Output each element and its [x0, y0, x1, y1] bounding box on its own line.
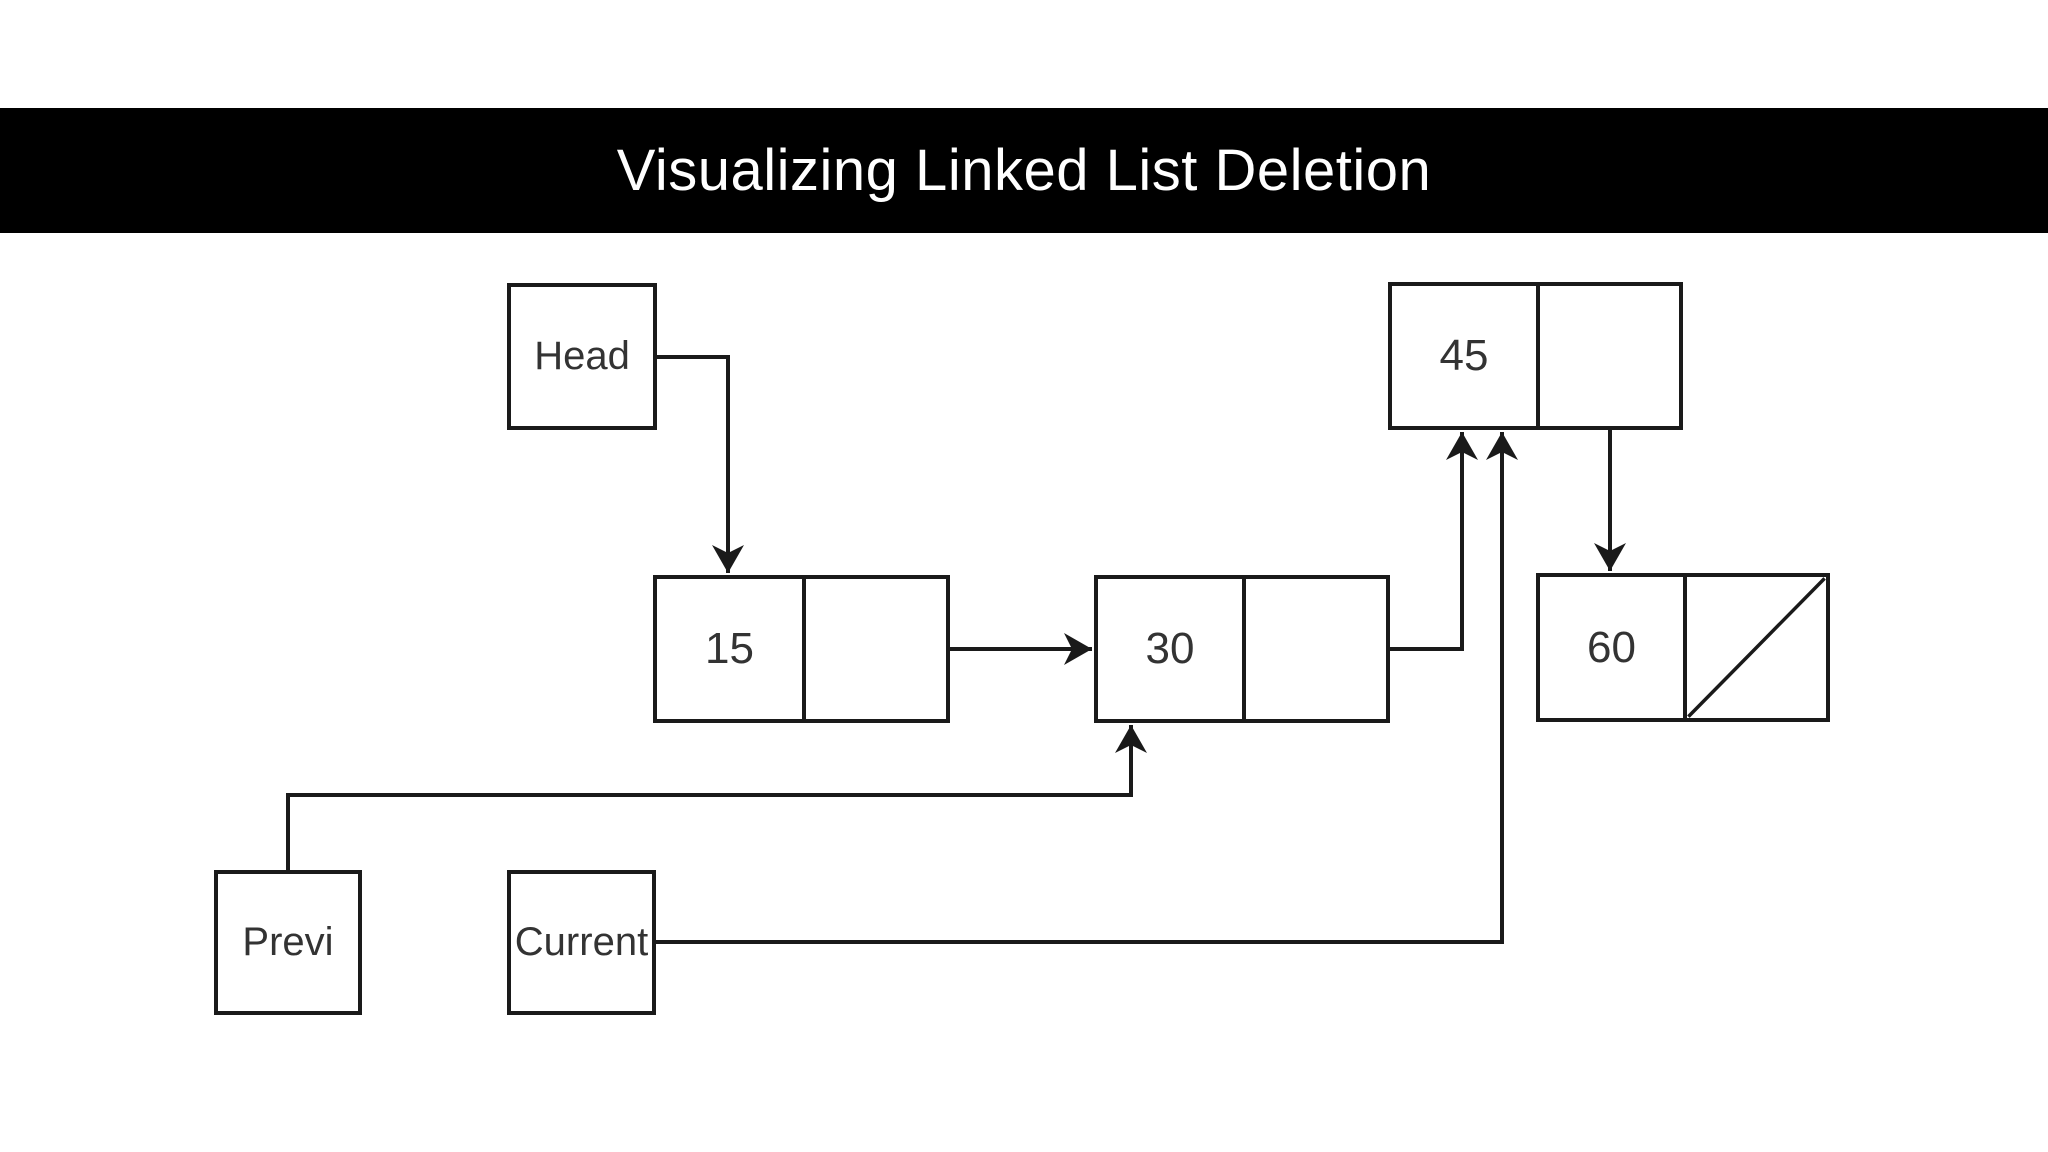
list-node-60: 60 [1536, 573, 1830, 722]
node-60-next-cell [1687, 577, 1826, 718]
node-30-value-cell: 30 [1098, 579, 1246, 719]
title-bar: Visualizing Linked List Deletion [0, 108, 2048, 233]
edge-node-30-next-to-node-45 [1390, 432, 1478, 651]
node-15-value: 15 [705, 624, 754, 673]
null-pointer-slash-icon [1687, 577, 1826, 718]
node-15-value-cell: 15 [657, 579, 806, 719]
previous-pointer-box: Previ [214, 870, 362, 1015]
head-pointer-box: Head [507, 283, 657, 430]
head-pointer-label: Head [534, 334, 630, 378]
current-pointer-label: Current [514, 920, 649, 964]
current-pointer-box: Current [507, 870, 656, 1015]
previous-pointer-label: Previ [242, 920, 334, 964]
list-node-30: 30 [1094, 575, 1390, 723]
edge-previous-to-node-30 [286, 725, 1147, 870]
node-30-value: 30 [1145, 624, 1195, 673]
node-15-next-cell [806, 579, 946, 719]
node-60-value: 60 [1587, 622, 1636, 672]
node-30-next-cell [1246, 579, 1386, 719]
node-45-next-cell [1540, 286, 1679, 426]
node-60-value-cell: 60 [1540, 577, 1687, 718]
node-45-value-cell: 45 [1392, 286, 1540, 426]
node-45-value: 45 [1439, 331, 1489, 380]
list-node-15: 15 [653, 575, 950, 723]
list-node-45: 45 [1388, 282, 1683, 430]
page-title: Visualizing Linked List Deletion [616, 138, 1432, 203]
edge-head-to-node-15 [657, 355, 744, 573]
